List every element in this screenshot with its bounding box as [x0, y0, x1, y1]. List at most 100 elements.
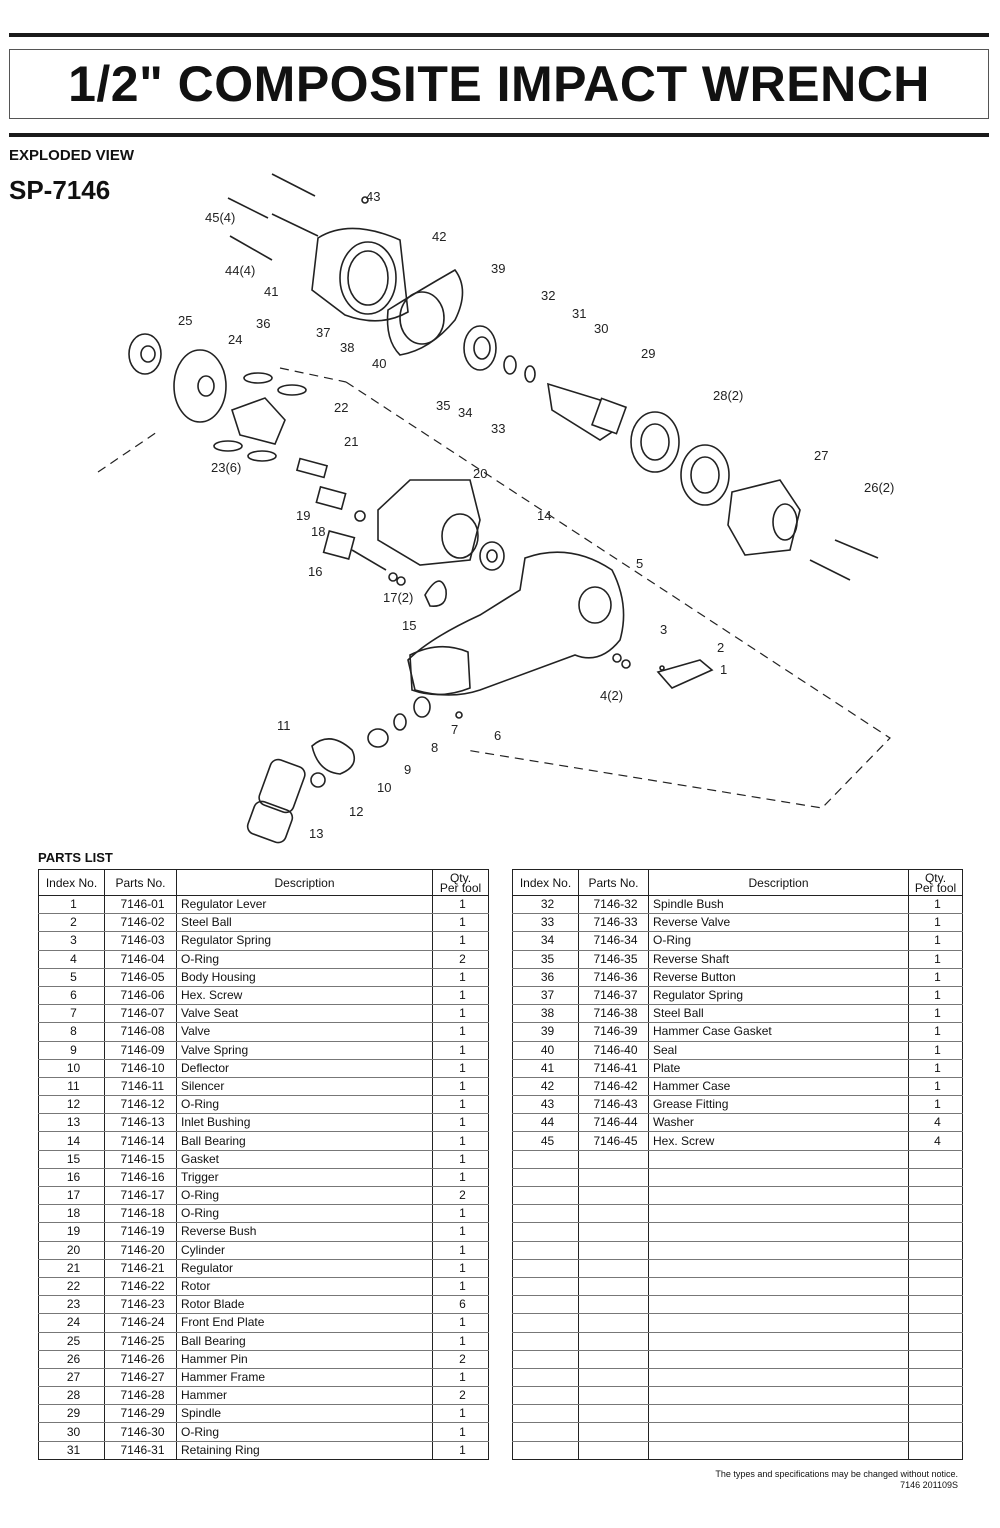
index-cell: 5: [38, 968, 105, 987]
index-cell: 37: [512, 986, 579, 1006]
parts-no-cell: 7146-14: [104, 1131, 177, 1151]
qty-cell: 6: [432, 1295, 489, 1315]
callout-label: 26(2): [864, 480, 894, 495]
index-cell: 28: [38, 1386, 105, 1406]
parts-no-cell: 7146-38: [578, 1004, 649, 1024]
parts-list-title: PARTS LIST: [38, 850, 113, 865]
index-cell: 43: [512, 1095, 579, 1115]
qty-cell: 1: [432, 1041, 489, 1060]
qty-cell: 1: [432, 1004, 489, 1024]
callout-label: 35: [436, 398, 450, 413]
callout-label: 18: [311, 524, 325, 539]
index-cell: 35: [512, 950, 579, 969]
callout-label: 36: [256, 316, 270, 331]
description-cell: Regulator Lever: [176, 895, 433, 915]
description-cell: [648, 1422, 909, 1442]
description-cell: Hex. Screw: [648, 1131, 909, 1151]
index-cell: [512, 1422, 579, 1442]
callout-label: 11: [277, 718, 291, 733]
description-cell: Retaining Ring: [176, 1441, 433, 1460]
qty-cell: 2: [432, 1186, 489, 1206]
description-cell: [648, 1441, 909, 1460]
index-cell: 8: [38, 1022, 105, 1042]
parts-no-cell: 7146-25: [104, 1332, 177, 1351]
table-header-row: Index No. Parts No. Description Qty.Per …: [512, 869, 963, 896]
parts-no-cell: [578, 1150, 649, 1169]
col-qty-header: Qty.Per tool: [432, 869, 489, 896]
callout-label: 7: [451, 722, 458, 737]
qty-cell: [908, 1332, 963, 1351]
qty-cell: [908, 1404, 963, 1424]
qty-cell: 4: [908, 1113, 963, 1133]
index-cell: 36: [512, 968, 579, 987]
description-cell: Regulator Spring: [648, 986, 909, 1006]
index-cell: 33: [512, 913, 579, 933]
parts-no-cell: 7146-23: [104, 1295, 177, 1315]
index-cell: 17: [38, 1186, 105, 1206]
qty-cell: 2: [432, 950, 489, 969]
parts-no-cell: [578, 1313, 649, 1333]
description-cell: O-Ring: [648, 931, 909, 951]
parts-no-cell: 7146-41: [578, 1059, 649, 1078]
description-cell: Spindle Bush: [648, 895, 909, 915]
table-row: [512, 1186, 963, 1206]
qty-cell: 1: [908, 1004, 963, 1024]
description-cell: Hammer Frame: [176, 1368, 433, 1388]
exploded-view-diagram: 1234(2)567891011121314151617(2)181920212…: [97, 173, 894, 844]
index-cell: 39: [512, 1022, 579, 1042]
parts-no-cell: 7146-29: [104, 1404, 177, 1424]
index-cell: 44: [512, 1113, 579, 1133]
callout-label: 34: [458, 405, 472, 420]
table-row: [512, 1259, 963, 1278]
callout-label: 21: [344, 434, 358, 449]
parts-no-cell: [578, 1259, 649, 1278]
description-cell: Hex. Screw: [176, 986, 433, 1006]
qty-cell: 1: [432, 1332, 489, 1351]
qty-cell: 1: [432, 1077, 489, 1097]
table-row: [512, 1277, 963, 1297]
table-row: [512, 1295, 963, 1315]
index-cell: 4: [38, 950, 105, 969]
qty-cell: [908, 1222, 963, 1242]
description-cell: [648, 1222, 909, 1242]
qty-cell: 1: [432, 1422, 489, 1442]
parts-no-cell: 7146-34: [578, 931, 649, 951]
callout-label: 41: [264, 284, 278, 299]
parts-no-cell: [578, 1332, 649, 1351]
qty-cell: [908, 1350, 963, 1369]
qty-cell: 1: [432, 1313, 489, 1333]
col-description-header: Description: [176, 869, 433, 896]
description-cell: Trigger: [176, 1168, 433, 1188]
description-cell: [648, 1277, 909, 1297]
qty-label: Qty.: [924, 870, 947, 885]
qty-cell: 1: [432, 968, 489, 987]
parts-no-cell: [578, 1422, 649, 1442]
parts-no-cell: 7146-42: [578, 1077, 649, 1097]
parts-table-left: Index No. Parts No. Description Qty.Per …: [38, 869, 489, 1460]
description-cell: Steel Ball: [176, 913, 433, 933]
callout-label: 2: [717, 640, 724, 655]
description-cell: Reverse Button: [648, 968, 909, 987]
qty-cell: 1: [432, 1277, 489, 1297]
callout-label: 4(2): [600, 688, 623, 703]
parts-no-cell: 7146-13: [104, 1113, 177, 1133]
qty-cell: 1: [432, 1131, 489, 1151]
index-cell: 23: [38, 1295, 105, 1315]
description-cell: Plate: [648, 1059, 909, 1078]
parts-no-cell: [578, 1204, 649, 1224]
description-cell: Hammer Pin: [176, 1350, 433, 1369]
description-cell: Reverse Bush: [176, 1222, 433, 1242]
callout-label: 38: [340, 340, 354, 355]
index-cell: [512, 1313, 579, 1333]
parts-no-cell: 7146-01: [104, 895, 177, 915]
callout-label: 6: [494, 728, 501, 743]
parts-no-cell: 7146-27: [104, 1368, 177, 1388]
